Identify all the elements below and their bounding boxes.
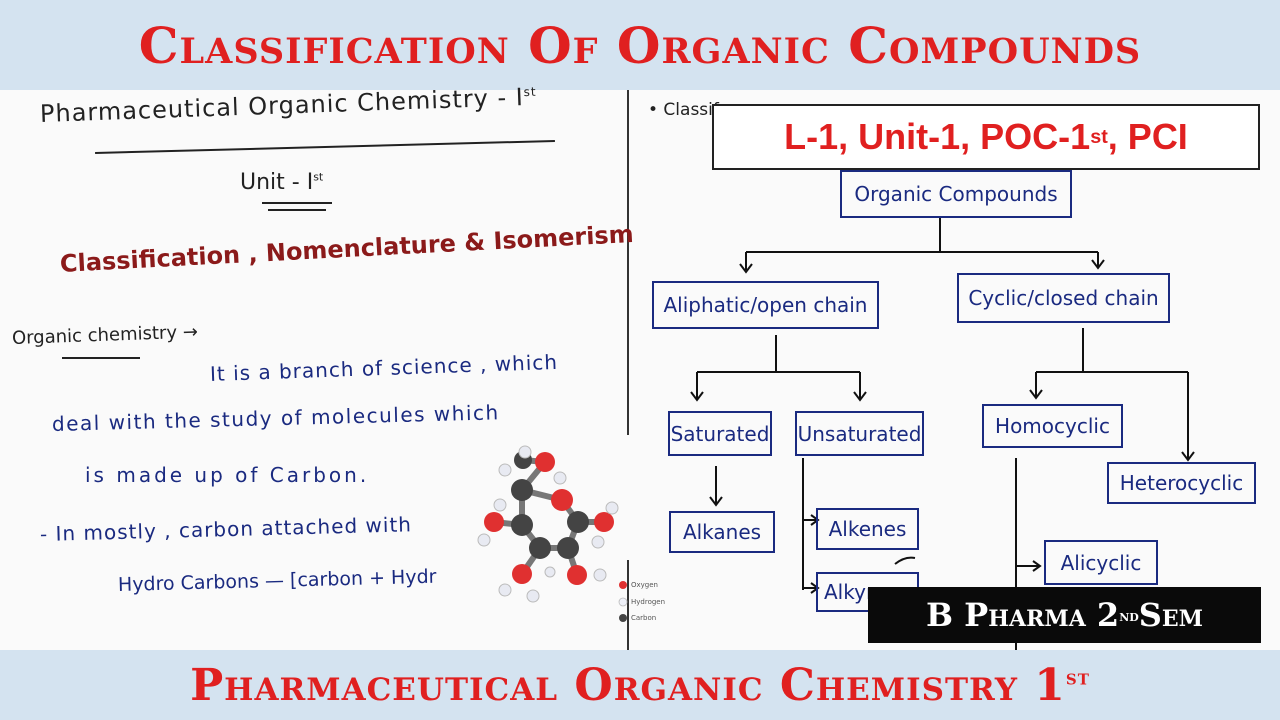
semester-text: B Pharma 2 xyxy=(925,596,1120,634)
box-alkenes: Alkenes xyxy=(816,508,919,550)
lecture-tag-sup: st xyxy=(1090,125,1108,148)
molecule-model xyxy=(477,445,628,622)
bottom-banner: Pharmaceutical Organic Chemistry 1st xyxy=(0,650,1280,720)
right-page-heading: • Classif xyxy=(648,100,719,120)
box-cyclic: Cyclic/closed chain xyxy=(957,273,1170,323)
semester-sup: nd xyxy=(1119,605,1139,625)
bottom-banner-title: Pharmaceutical Organic Chemistry 1st xyxy=(190,659,1090,711)
notes-paper xyxy=(0,90,1280,650)
box-alkanes: Alkanes xyxy=(669,511,775,553)
page-divider-lower xyxy=(627,560,629,650)
top-banner: Classification Of Organic Compounds xyxy=(0,0,1280,90)
legend-oxygen: Oxygen xyxy=(631,581,658,589)
legend-carbon: Carbon xyxy=(631,614,657,622)
box-homocyclic: Homocyclic xyxy=(982,404,1123,448)
legend-hydrogen: Hydrogen xyxy=(631,598,666,606)
page-divider xyxy=(627,90,629,435)
box-saturated: Saturated xyxy=(668,411,772,456)
unit-underline-2 xyxy=(268,209,326,211)
lecture-tag-suffix: , PCI xyxy=(1107,116,1188,157)
unit-underline xyxy=(262,202,332,204)
lecture-tag-text: L-1, Unit-1, POC-1 xyxy=(784,116,1091,157)
semester-suffix: Sem xyxy=(1138,596,1204,634)
box-alicyclic: Alicyclic xyxy=(1044,540,1158,585)
unit-label: Unit - Ist xyxy=(240,170,324,195)
box-aliphatic: Aliphatic/open chain xyxy=(652,281,879,329)
box-heterocyclic: Heterocyclic xyxy=(1107,462,1256,504)
box-unsaturated: Unsaturated xyxy=(795,411,924,456)
banner-title: Classification Of Organic Compounds xyxy=(138,15,1142,75)
note-line-3: is made up of Carbon. xyxy=(85,463,370,487)
label-underline xyxy=(62,357,140,359)
box-organic-compounds: Organic Compounds xyxy=(840,170,1072,218)
